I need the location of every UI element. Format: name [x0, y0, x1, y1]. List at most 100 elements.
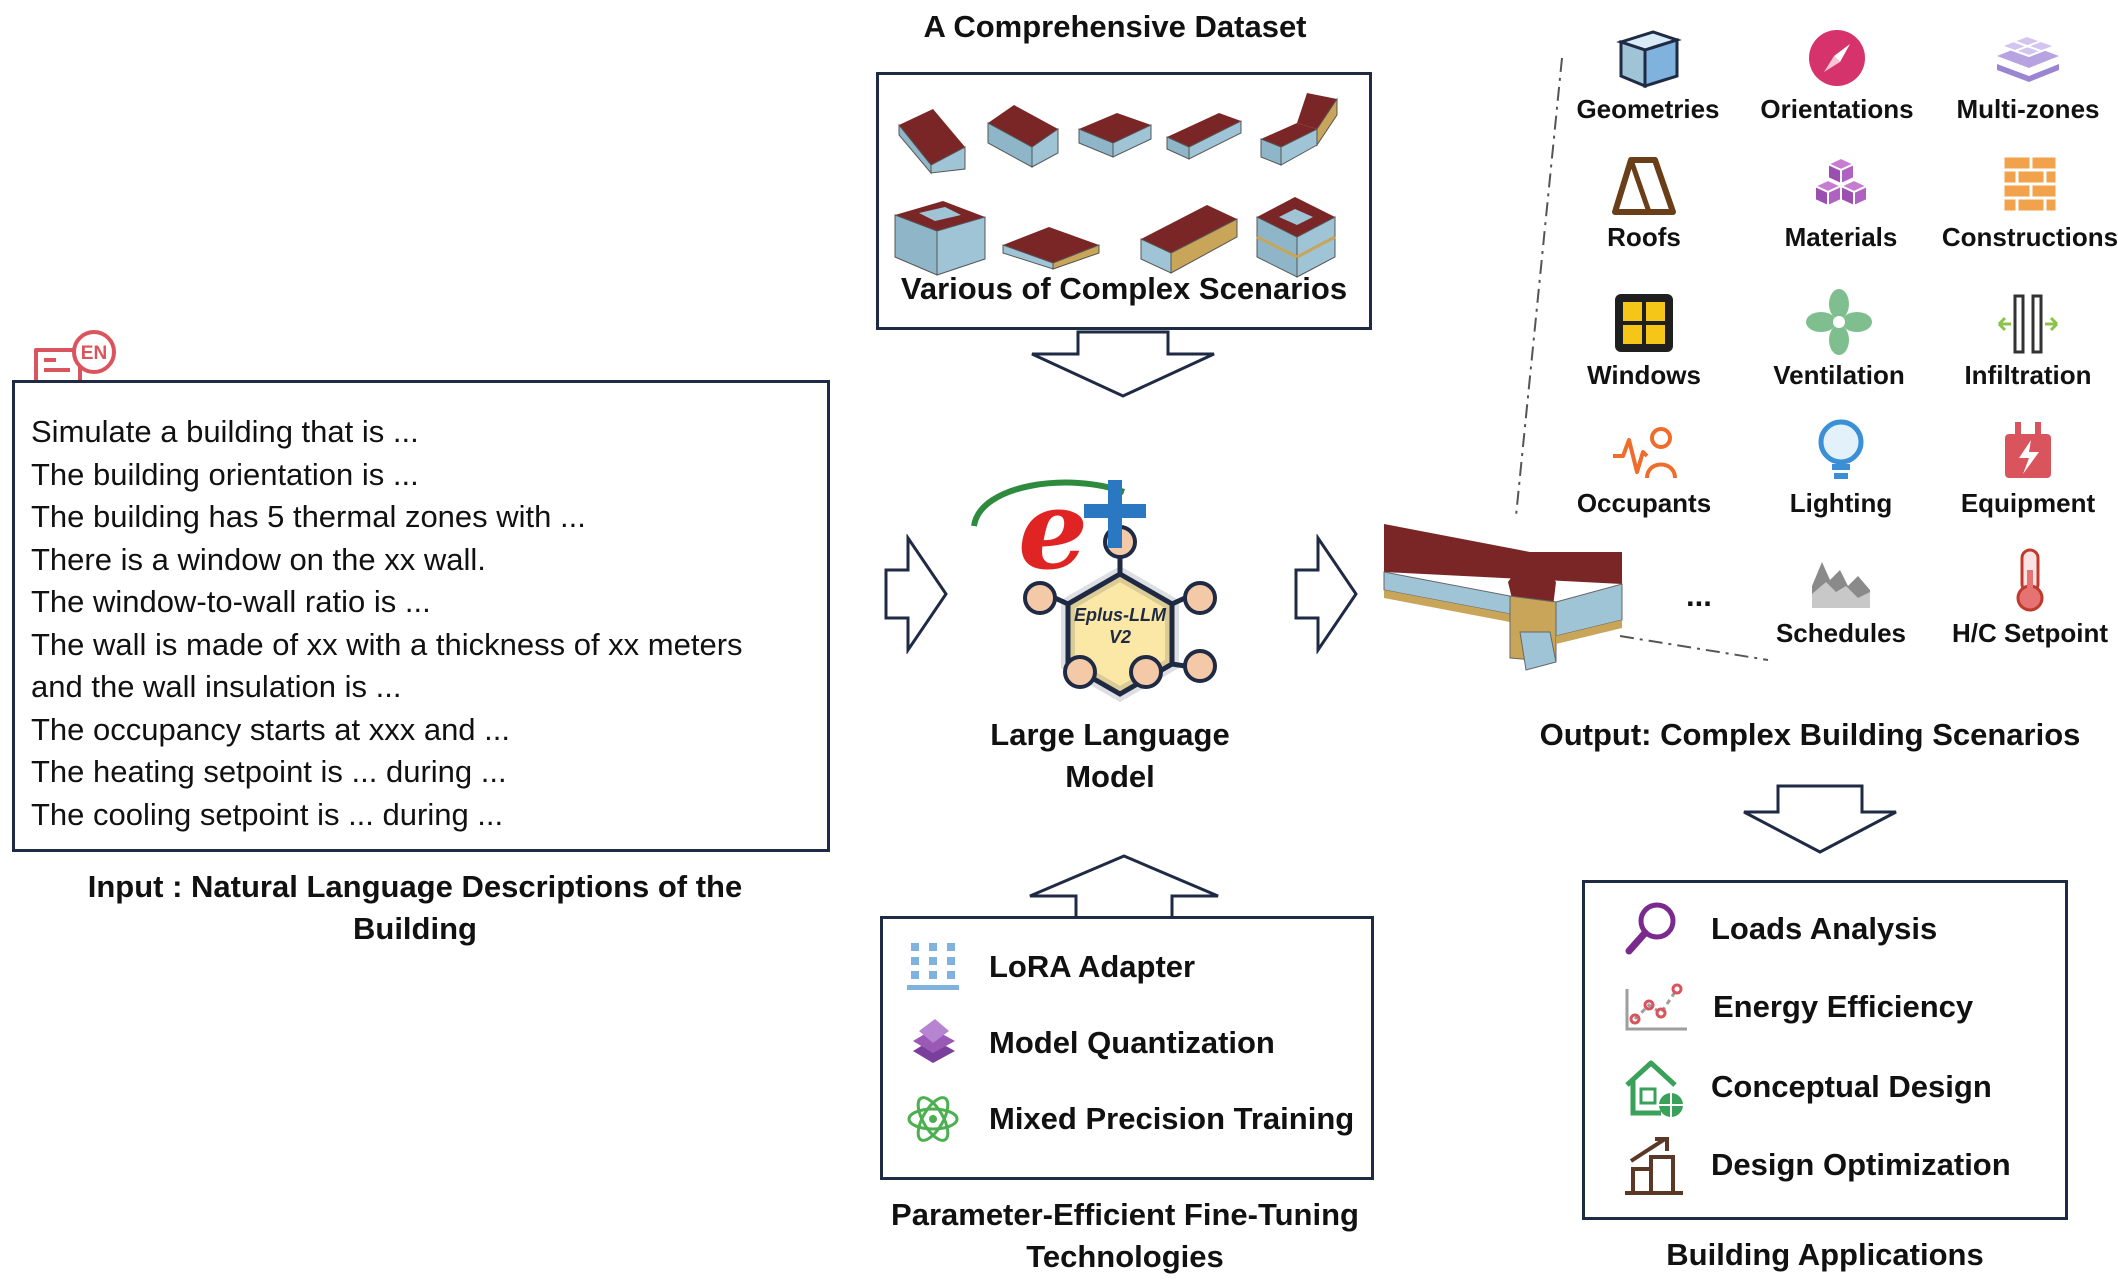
- right-arrow: [884, 534, 948, 654]
- peft-box: LoRA Adapter Model Quantization Mixed Pr…: [880, 916, 1374, 1180]
- feature-label: Occupants: [1576, 488, 1712, 518]
- materials-icon: [1812, 156, 1870, 208]
- line-chart-icon: [1625, 983, 1687, 1031]
- feature-label: Infiltration: [1964, 360, 2092, 390]
- peft-caption-line1: Parameter-Efficient Fine-Tuning: [891, 1197, 1359, 1232]
- logo-letter: e: [1018, 465, 1088, 594]
- feature-label: Windows: [1587, 360, 1701, 390]
- feature-equipment: Equipment: [1928, 420, 2118, 519]
- model-caption-line2: Model: [1065, 759, 1155, 794]
- input-caption-line2: Building: [353, 911, 477, 946]
- feature-windows: Windows: [1544, 292, 1744, 391]
- building-thumbnail: [1002, 227, 1100, 270]
- application-label: Design Optimization: [1711, 1147, 2011, 1182]
- application-conceptual-design: Conceptual Design: [1621, 1055, 1992, 1119]
- multi-zones-icon: [1997, 34, 2059, 82]
- input-line: The window-to-wall ratio is ...: [31, 584, 431, 619]
- down-arrow: [1743, 784, 1897, 854]
- application-label: Energy Efficiency: [1713, 989, 1974, 1024]
- feature-lighting: Lighting: [1741, 416, 1941, 519]
- feature-label: Roofs: [1607, 222, 1681, 252]
- peft-item-lora: LoRA Adapter: [905, 939, 1195, 995]
- input-line: The building orientation is ...: [31, 456, 419, 492]
- model-caption: Large Language Model: [960, 714, 1260, 798]
- feature-label: Schedules: [1775, 618, 1907, 648]
- peft-item-mixed-precision: Mixed Precision Training: [905, 1091, 1354, 1147]
- dataset-title: A Comprehensive Dataset: [923, 9, 1307, 44]
- magnifier-icon: [1625, 902, 1676, 955]
- brick-wall-icon: [2001, 154, 2059, 214]
- peft-label: Model Quantization: [989, 1025, 1275, 1060]
- roof-icon: [1612, 157, 1676, 215]
- input-line: The occupancy starts at xxx and ...: [31, 711, 511, 747]
- application-design-optimization: Design Optimization: [1621, 1133, 2011, 1197]
- building-thumbnail: [1140, 205, 1238, 274]
- down-arrow: [1031, 330, 1215, 398]
- peft-label: Mixed Precision Training: [989, 1101, 1355, 1136]
- feature-label: Multi-zones: [1956, 94, 2100, 124]
- model-caption-line1: Large Language: [990, 717, 1230, 752]
- peft-caption: Parameter-Efficient Fine-Tuning Technolo…: [860, 1194, 1390, 1278]
- feature-schedules: Schedules: [1741, 550, 1941, 649]
- feature-geometries: Geometries: [1548, 26, 1748, 125]
- input-line: The wall is made of xx with a thickness …: [31, 626, 743, 662]
- output-caption: Output: Complex Building Scenarios: [1539, 717, 2081, 752]
- peft-label: LoRA Adapter: [989, 949, 1196, 984]
- input-line: Simulate a building that is ...: [31, 414, 419, 449]
- feature-infiltration: Infiltration: [1928, 292, 2118, 391]
- fan-icon: [1806, 289, 1872, 355]
- feature-label: Geometries: [1576, 94, 1720, 124]
- occupant-icon: [1613, 427, 1677, 479]
- building-thumbnail: [1166, 113, 1242, 160]
- input-caption-line1: Input : Natural Language Descriptions of…: [87, 869, 743, 904]
- input-line: and the wall insulation is ...: [31, 669, 402, 704]
- en-badge-text: EN: [81, 343, 107, 364]
- building-thumbnail: [1260, 93, 1338, 166]
- application-energy-efficiency: Energy Efficiency: [1621, 977, 1973, 1037]
- peft-caption-line2: Technologies: [1026, 1239, 1224, 1274]
- output-building-model: [1383, 524, 1623, 671]
- feature-constructions: Constructions: [1930, 150, 2118, 253]
- stack-icon: [913, 1019, 955, 1063]
- dataset-caption: Various of Complex Scenarios: [900, 271, 1348, 306]
- feature-ventilation: Ventilation: [1739, 288, 1939, 391]
- eplus-llm-logo: e Eplus-LLM V2: [971, 465, 1217, 702]
- house-globe-icon: [1625, 1060, 1683, 1117]
- dataset-box: Various of Complex Scenarios: [876, 72, 1372, 330]
- infiltration-icon: [1997, 294, 2059, 354]
- feature-label: Lighting: [1789, 488, 1893, 518]
- atom-icon: [907, 1096, 959, 1142]
- growth-icon: [1625, 1137, 1683, 1195]
- ellipsis: ...: [1686, 578, 1712, 613]
- building-thumbnail: [898, 109, 966, 175]
- feature-label: Equipment: [1960, 488, 2096, 518]
- application-label: Conceptual Design: [1711, 1069, 1992, 1104]
- plug-icon: [2005, 422, 2051, 478]
- applications-box: Loads Analysis Energy Efficiency Concept…: [1582, 880, 2068, 1220]
- input-line: The cooling setpoint is ... during ...: [31, 796, 504, 832]
- feature-occupants: Occupants: [1544, 420, 1744, 519]
- lightbulb-icon: [1818, 419, 1864, 479]
- up-arrow: [1029, 854, 1219, 920]
- logo-name: Eplus-LLM: [1074, 605, 1167, 625]
- cube-icon: [1616, 30, 1682, 89]
- feature-roofs: Roofs: [1544, 154, 1744, 253]
- feature-label: Materials: [1784, 222, 1898, 252]
- application-loads-analysis: Loads Analysis: [1621, 899, 1937, 959]
- application-label: Loads Analysis: [1711, 911, 1938, 946]
- input-box: Simulate a building that is ... The buil…: [12, 380, 830, 852]
- feature-multi-zones: Multi-zones: [1928, 26, 2118, 125]
- thermometer-icon: [2016, 548, 2044, 612]
- feature-label: Orientations: [1760, 94, 1914, 124]
- peft-item-quantization: Model Quantization: [905, 1015, 1275, 1071]
- input-line: The heating setpoint is ... during ...: [31, 754, 507, 789]
- right-arrow: [1294, 534, 1358, 654]
- building-thumbnail: [894, 201, 986, 276]
- feature-label: Constructions: [1941, 222, 2118, 252]
- feature-orientations: Orientations: [1737, 26, 1937, 125]
- feature-label: H/C Setpoint: [1952, 618, 2108, 648]
- compass-icon: [1809, 30, 1865, 86]
- dash-dot-leader: [1515, 57, 1769, 661]
- feature-materials: Materials: [1741, 154, 1941, 253]
- input-line: There is a window on the xx wall.: [31, 541, 486, 577]
